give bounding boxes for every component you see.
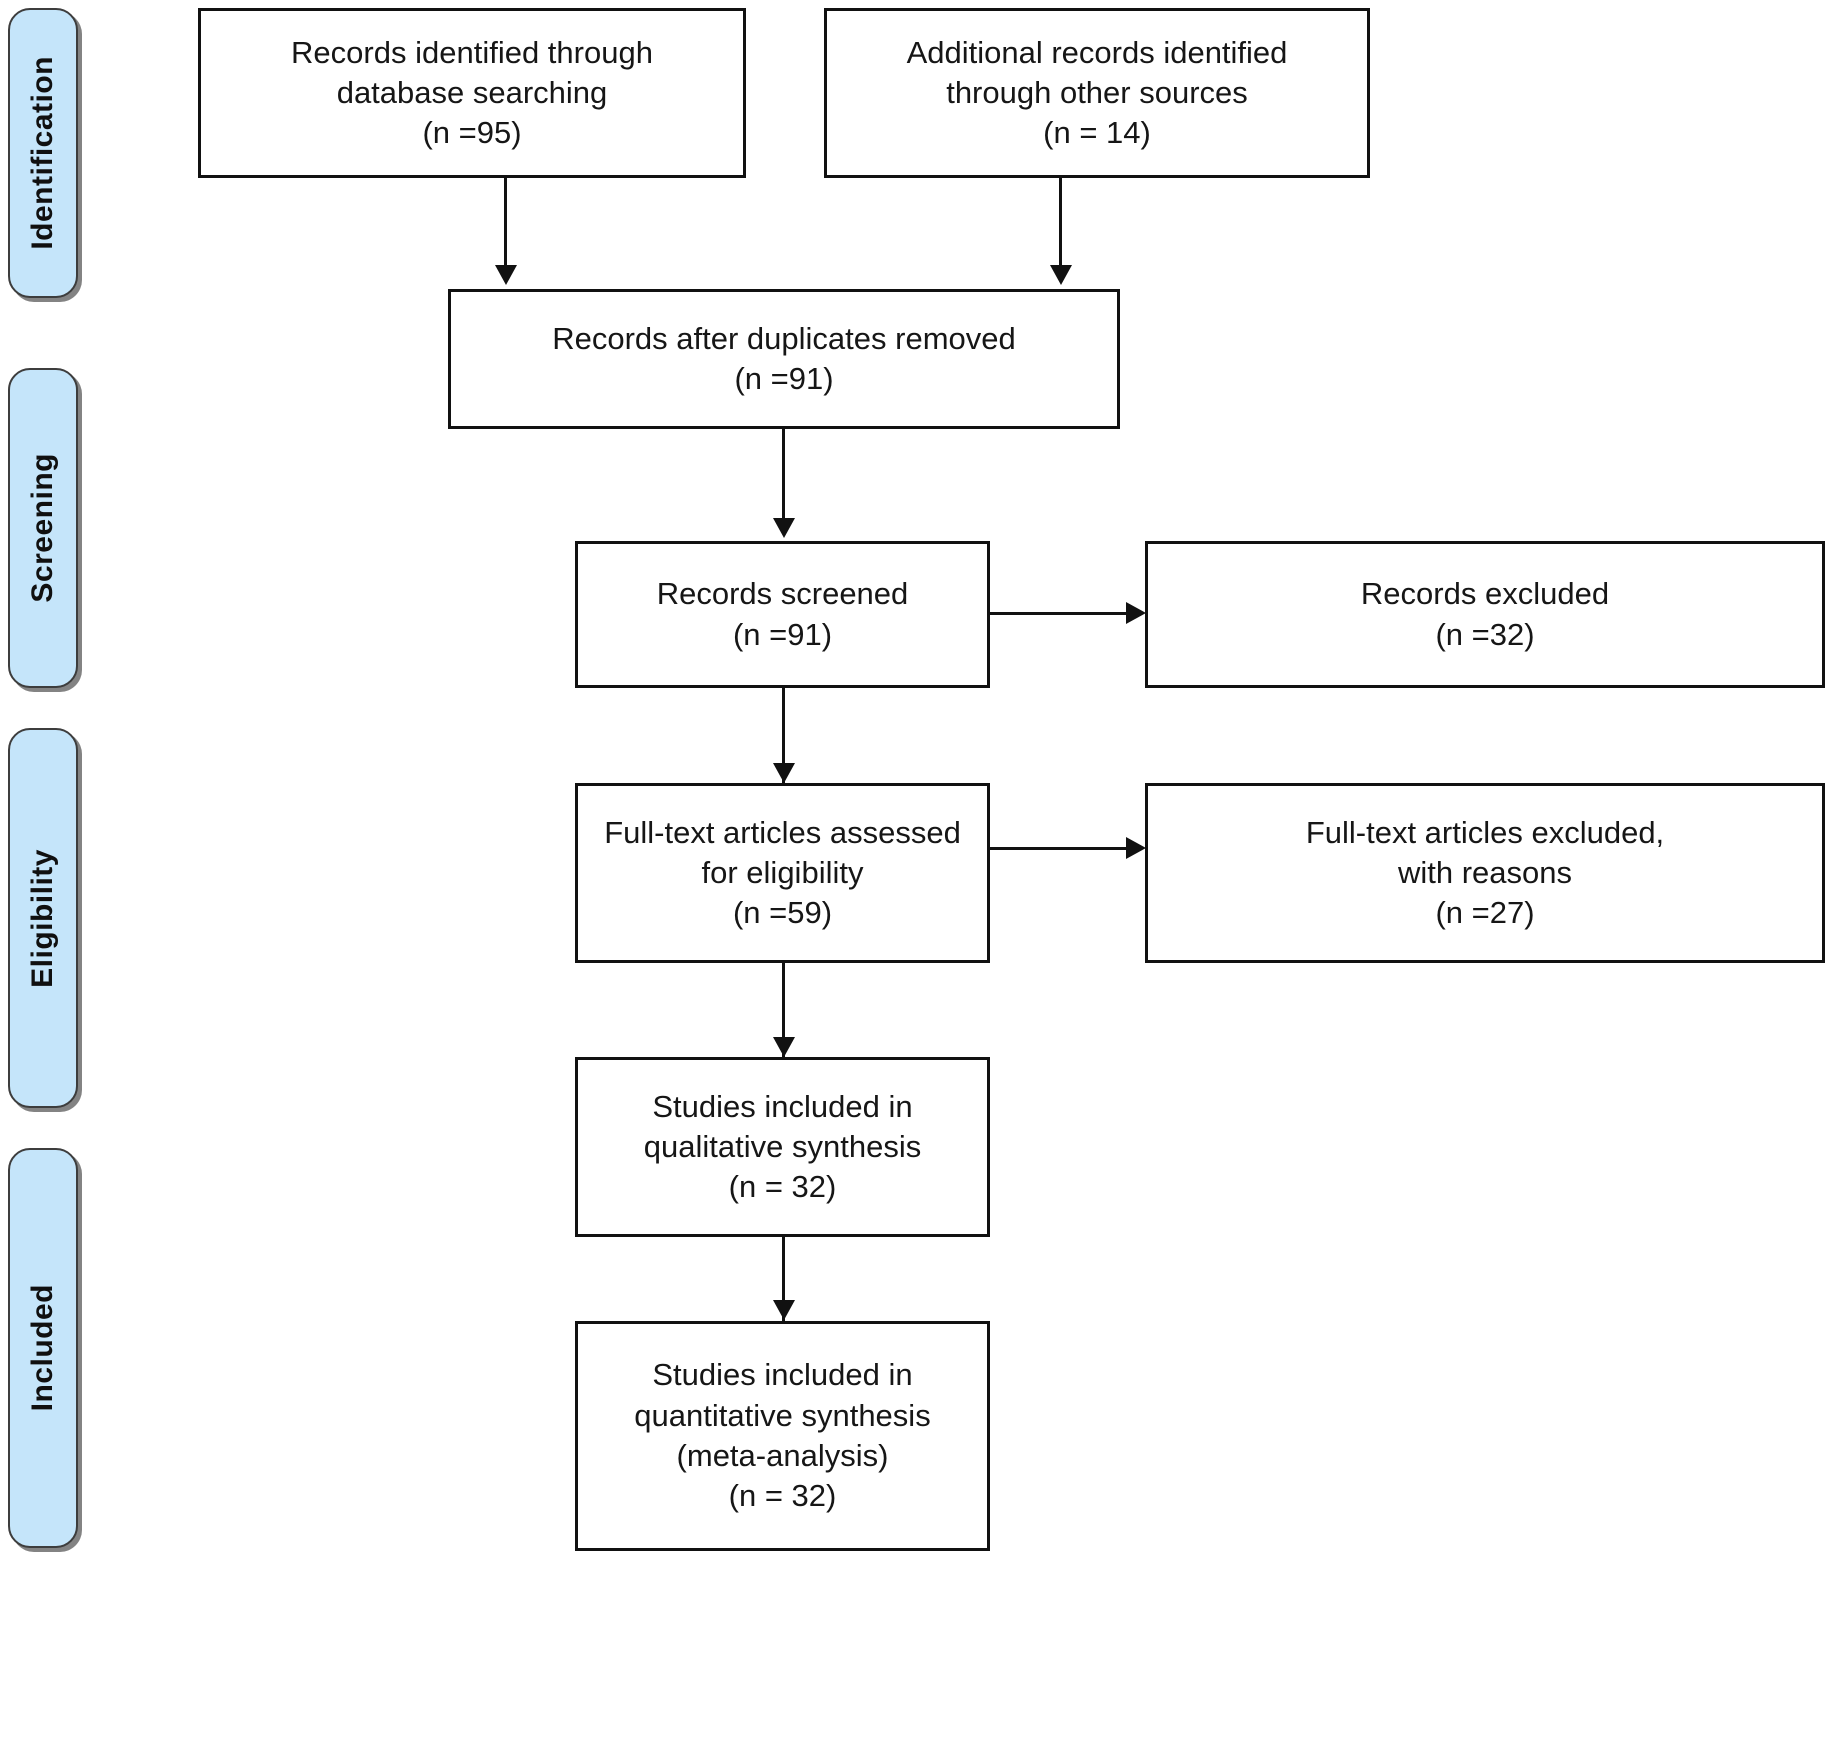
box-records-identified-database-count: (n =95) <box>422 115 522 151</box>
arrowhead-qualitative-to-quantitative <box>773 1300 795 1320</box>
box-studies-quantitative-synthesis: Studies included in quantitative synthes… <box>575 1321 990 1551</box>
arrowhead-duplicates-to-screened <box>773 518 795 538</box>
stage-label-identification-text: Identification <box>26 56 59 250</box>
box-records-excluded: Records excluded (n =32) <box>1145 541 1825 688</box>
connector-fulltext-to-qualitative <box>782 963 785 1058</box>
box-studies-quantitative-synthesis-line1: Studies included in <box>652 1357 913 1393</box>
box-additional-records-other-sources: Additional records identified through ot… <box>824 8 1370 178</box>
stage-label-included-text: Included <box>26 1284 59 1412</box>
arrowhead-screened-to-excluded <box>1126 602 1146 624</box>
stage-label-screening: Screening <box>8 368 78 688</box>
box-studies-qualitative-synthesis-count: (n = 32) <box>728 1169 837 1205</box>
box-studies-quantitative-synthesis-count: (n = 32) <box>728 1478 837 1514</box>
connector-qualitative-to-quantitative <box>782 1237 785 1322</box>
box-additional-records-other-sources-line1: Additional records identified <box>906 34 1288 70</box>
box-records-excluded-count: (n =32) <box>1435 616 1535 652</box>
box-studies-qualitative-synthesis-line2: qualitative synthesis <box>643 1128 922 1164</box>
box-records-identified-database-line2: database searching <box>336 74 608 110</box>
box-records-identified-database: Records identified through database sear… <box>198 8 746 178</box>
stage-label-identification: Identification <box>8 8 78 298</box>
arrowhead-other-sources-to-duplicates <box>1050 265 1072 285</box>
stage-label-eligibility-text: Eligibility <box>26 848 59 988</box>
box-studies-qualitative-synthesis-line1: Studies included in <box>652 1088 913 1124</box>
stage-label-eligibility: Eligibility <box>8 728 78 1108</box>
box-fulltext-excluded-line2: with reasons <box>1397 854 1573 890</box>
box-fulltext-excluded-line1: Full-text articles excluded, <box>1305 814 1665 850</box>
box-records-after-duplicates-removed-line1: Records after duplicates removed <box>552 320 1016 356</box>
box-fulltext-assessed: Full-text articles assessed for eligibil… <box>575 783 990 963</box>
box-additional-records-other-sources-count: (n = 14) <box>1043 115 1151 151</box>
box-records-identified-database-line1: Records identified through <box>291 34 653 70</box>
box-studies-qualitative-synthesis: Studies included in qualitative synthesi… <box>575 1057 990 1237</box>
arrowhead-database-to-duplicates <box>495 265 517 285</box>
box-records-after-duplicates-removed-count: (n =91) <box>734 361 834 396</box>
box-fulltext-assessed-line1: Full-text articles assessed <box>604 814 961 850</box>
box-records-screened: Records screened (n =91) <box>575 541 990 688</box>
box-fulltext-excluded-count: (n =27) <box>1435 895 1535 931</box>
stage-label-included: Included <box>8 1148 78 1548</box>
connector-screened-to-fulltext <box>782 688 785 785</box>
stage-label-screening-text: Screening <box>26 453 59 603</box>
box-additional-records-other-sources-line2: through other sources <box>946 74 1248 110</box>
box-records-after-duplicates-removed: Records after duplicates removed (n =91) <box>448 289 1120 429</box>
connector-other-sources-to-duplicates <box>1059 178 1062 268</box>
connector-database-to-duplicates <box>504 178 507 268</box>
box-records-screened-count: (n =91) <box>732 616 833 652</box>
arrowhead-screened-to-fulltext <box>773 763 795 783</box>
box-records-excluded-line1: Records excluded <box>1360 576 1610 612</box>
connector-fulltext-to-excluded <box>990 847 1128 850</box>
arrowhead-fulltext-to-excluded <box>1126 837 1146 859</box>
box-fulltext-assessed-line2: for eligibility <box>701 854 864 890</box>
connector-duplicates-to-screened <box>782 429 785 521</box>
box-fulltext-excluded: Full-text articles excluded, with reason… <box>1145 783 1825 963</box>
box-studies-quantitative-synthesis-line2: quantitative synthesis <box>634 1397 931 1433</box>
box-studies-quantitative-synthesis-line3: (meta-analysis) <box>676 1438 889 1473</box>
box-records-screened-line1: Records screened <box>656 576 909 612</box>
arrowhead-fulltext-to-qualitative <box>773 1037 795 1057</box>
box-fulltext-assessed-count: (n =59) <box>732 895 833 931</box>
connector-screened-to-excluded <box>990 612 1128 615</box>
